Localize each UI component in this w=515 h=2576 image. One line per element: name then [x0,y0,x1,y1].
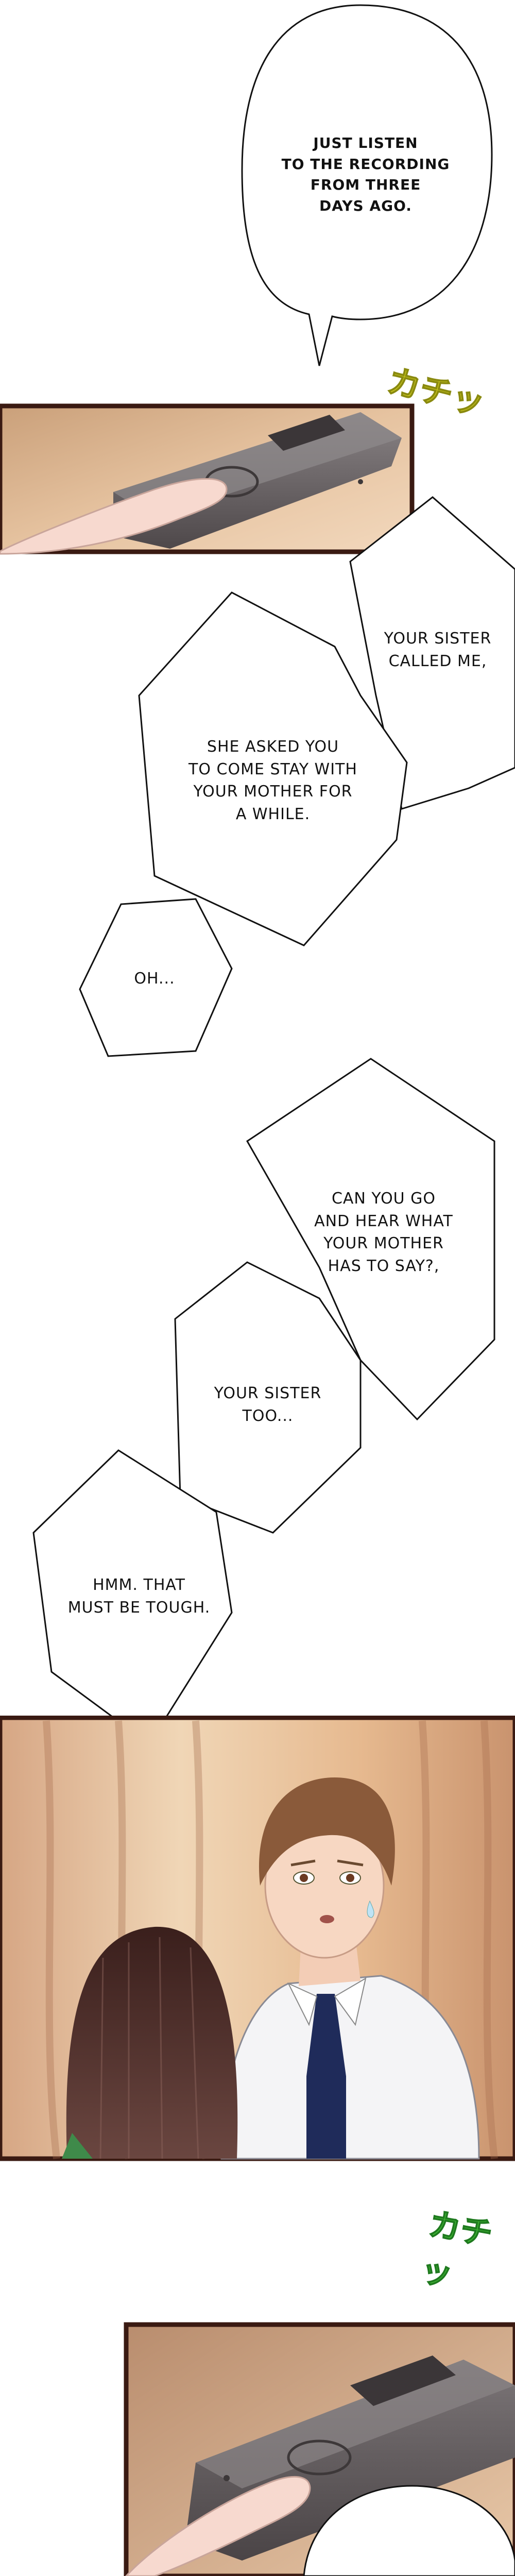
man-tie [306,1994,346,2159]
dialogue-hmm-tough: HMM. THAT MUST BE TOUGH. [67,1576,211,1617]
dialogue-just-listen: JUST LISTEN TO THE RECORDING FROM THREE … [281,134,450,214]
man-hair [259,1777,395,1886]
bubble-group-middle [79,496,515,1057]
panel-recorder-1 [0,4,493,555]
dialogue-your-sister-too: YOUR SISTER TOO... [214,1384,322,1425]
speech-bubble-5 [246,1058,495,1421]
speech-bubble-3 [138,591,408,946]
panel-recorder-2 [124,2322,515,2576]
speech-bubble-8 [303,2485,515,2576]
speech-bubble-7 [32,1449,233,1745]
recorder-screen [268,415,345,451]
speech-bubble-4 [79,898,233,1057]
dialogue-she-asked-you: SHE ASKED YOU TO COME STAY WITH YOUR MOT… [188,738,357,823]
speech-bubble-2 [349,496,515,810]
finger [0,478,228,555]
speech-bubble-1 [241,4,493,366]
dialogue-your-sister-called: YOUR SISTER CALLED ME, [384,630,492,670]
dialogue-oh: OH... [134,970,175,988]
woman-hair [66,1926,238,2159]
panel-couple [0,1716,515,2161]
woman-shirt [62,2133,93,2159]
recorder-screen-2 [350,2355,456,2406]
bubble-group-lower [32,1058,495,1745]
dialogue-can-you-go: CAN YOU GO AND HEAR WHAT YOUR MOTHER HAS… [314,1190,453,1275]
finger-2 [125,2476,311,2576]
recorder-button-2 [287,2439,352,2476]
sfx-click-2: カチッ [417,2205,495,2294]
